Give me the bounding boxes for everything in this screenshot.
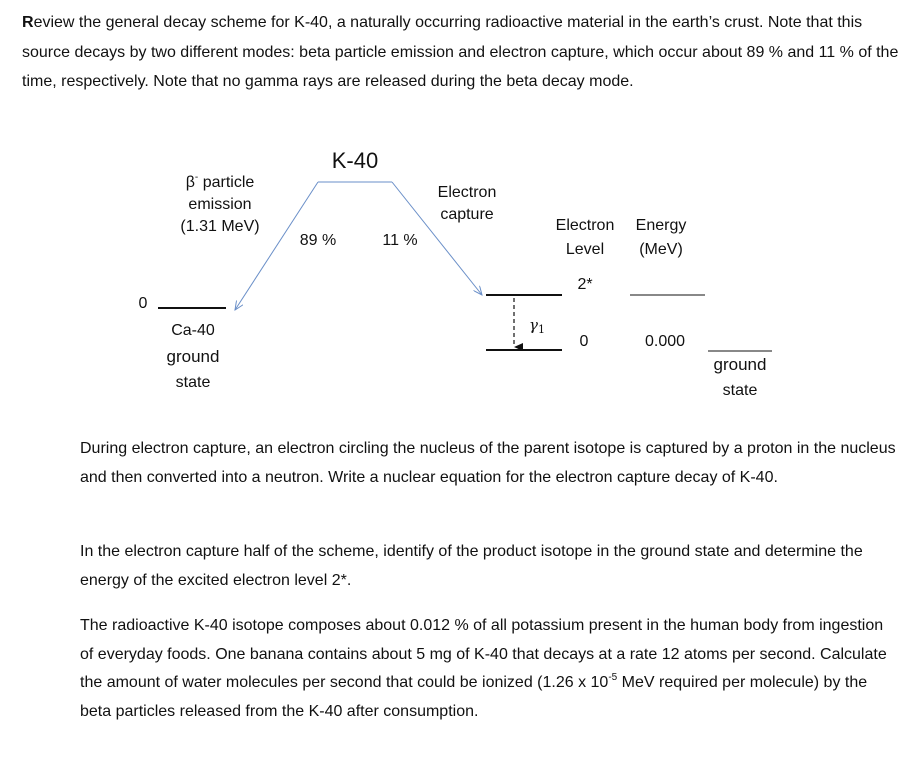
beta-symbol: β — [185, 174, 195, 191]
question-3-text-a: The radioactive K-40 isotope composes ab… — [80, 617, 887, 691]
intro-paragraph: Review the general decay scheme for K-40… — [22, 8, 902, 97]
beta-line2: emission — [188, 196, 252, 213]
ground-line1: ground — [713, 355, 767, 374]
decay-scheme-lines — [158, 181, 772, 352]
energy-0-label: 0.000 — [644, 333, 686, 350]
ec-percent-label: 11 % — [382, 232, 418, 249]
question-3-exponent: -5 — [608, 672, 618, 683]
parent-isotope-label: K-40 — [331, 148, 379, 173]
beta-decay-arrow — [235, 181, 319, 310]
beta-emission-label: β- particle emission (1.31 MeV) — [160, 172, 280, 238]
level-0-label: 0 — [579, 333, 589, 350]
gamma-symbol: γ — [529, 316, 538, 334]
energy-header-2: (MeV) — [639, 241, 683, 258]
question-2: In the electron capture half of the sche… — [80, 543, 863, 589]
ca40-line2: ground — [166, 347, 220, 366]
ca40-label: Ca-40 ground state — [150, 318, 236, 396]
beta-word: particle — [198, 174, 255, 191]
question-3: The radioactive K-40 isotope composes ab… — [80, 612, 900, 726]
gamma-label: γ1 — [522, 314, 552, 341]
intro-first-letter: R — [22, 14, 34, 31]
gamma-subscript: 1 — [537, 323, 545, 336]
beta-percent-label: 89 % — [299, 232, 337, 249]
ec-line2: capture — [440, 206, 494, 223]
ec-line1: Electron — [437, 184, 497, 201]
energy-header-1: Energy — [635, 217, 687, 234]
ground-state-label: ground state — [700, 352, 780, 404]
ca40-line3: state — [175, 374, 211, 391]
electron-level-header: Electron Level — [548, 214, 622, 262]
level-header-2: Level — [565, 241, 605, 258]
beta-line1: β- particle — [160, 172, 280, 194]
electron-capture-label: Electron capture — [422, 182, 512, 226]
beta-minus-sup: - — [194, 172, 199, 183]
electron-capture-arrow — [391, 181, 482, 295]
ground-line2: state — [722, 382, 758, 399]
question-1: During electron capture, an electron cir… — [80, 440, 896, 486]
beta-energy: (1.31 MeV) — [180, 218, 260, 235]
question-3-text-b: MeV required per molecule) by the beta p… — [80, 674, 868, 720]
energy-header: Energy (MeV) — [626, 214, 696, 262]
level-2-label: 2* — [577, 276, 593, 293]
zero-energy-left: 0 — [138, 295, 148, 312]
level-header-1: Electron — [555, 217, 615, 234]
intro-text: eview the general decay scheme for K-40,… — [22, 14, 899, 90]
decay-scheme-diagram: K-40 β- particle emission (1.31 MeV) 89 … — [0, 140, 924, 420]
ca40-line1: Ca-40 — [171, 322, 215, 339]
